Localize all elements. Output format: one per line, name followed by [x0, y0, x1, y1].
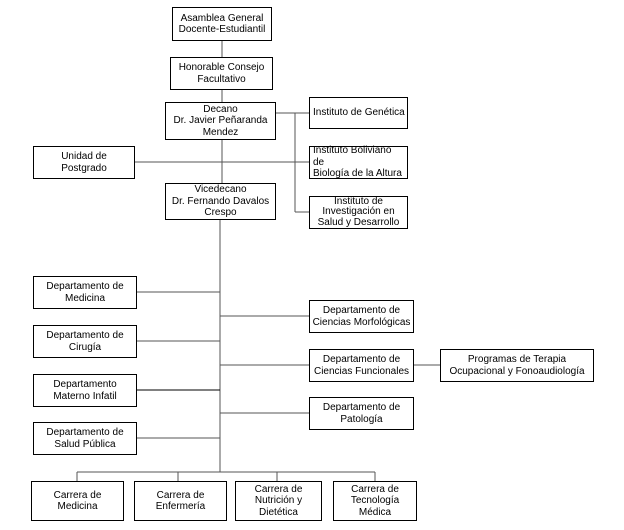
box-dep-patologia: Departamento de Patología: [309, 397, 414, 430]
box-carrera-medicina: Carrera de Medicina: [31, 481, 124, 521]
box-dep-morfologicas: Departamento de Ciencias Morfológicas: [309, 300, 414, 333]
label-dep-morfologicas: Departamento de Ciencias Morfológicas: [312, 305, 411, 328]
label-dep-funcionales: Departamento de Ciencias Funcionales: [313, 354, 410, 377]
label-dep-patologia: Departamento de Patología: [322, 402, 401, 425]
box-vicedecano: Vicedecano Dr. Fernando Davalos Crespo: [165, 183, 276, 220]
label-dep-materno: Departamento Materno Infatil: [53, 379, 117, 402]
box-dep-materno: Departamento Materno Infatil: [33, 374, 137, 407]
box-decano: Decano Dr. Javier Peñaranda Mendez: [165, 102, 276, 140]
label-dep-cirugia: Departamento de Cirugía: [46, 330, 124, 353]
label-asamblea: Asamblea General Docente-Estudiantil: [178, 12, 266, 36]
label-instituto-genetica: Instituto de Genética: [313, 107, 405, 119]
label-instituto-investigacion: Instituto de Investigación en Salud y De…: [317, 195, 400, 228]
box-carrera-tecnologia: Carrera de Tecnología Médica: [333, 481, 417, 521]
label-dep-salud-publica: Departamento de Salud Pública: [46, 427, 124, 450]
box-dep-medicina: Departamento de Medicina: [33, 276, 137, 309]
label-unidad-postgrado: Unidad de Postgrado: [61, 151, 107, 174]
box-dep-salud-publica: Departamento de Salud Pública: [33, 422, 137, 455]
label-instituto-biologia: Instituto Boliviano de Biología de la Al…: [313, 145, 402, 180]
box-carrera-nutricion: Carrera de Nutrición y Dietética: [235, 481, 322, 521]
box-dep-funcionales: Departamento de Ciencias Funcionales: [309, 349, 414, 382]
box-asamblea: Asamblea General Docente-Estudiantil: [172, 7, 272, 41]
label-programas: Programas de Terapia Ocupacional y Fonoa…: [449, 354, 585, 377]
box-dep-cirugia: Departamento de Cirugía: [33, 325, 137, 358]
box-carrera-enfermeria: Carrera de Enfermería: [134, 481, 227, 521]
label-vicedecano: Vicedecano Dr. Fernando Davalos Crespo: [171, 184, 270, 219]
box-instituto-biologia: Instituto Boliviano de Biología de la Al…: [309, 145, 408, 180]
box-consejo: Honorable Consejo Facultativo: [170, 57, 273, 90]
label-carrera-tecnologia: Carrera de Tecnología Médica: [350, 483, 400, 518]
label-consejo: Honorable Consejo Facultativo: [178, 62, 265, 85]
label-carrera-enfermeria: Carrera de Enfermería: [155, 489, 206, 513]
label-carrera-medicina: Carrera de Medicina: [53, 489, 102, 513]
box-programas: Programas de Terapia Ocupacional y Fonoa…: [440, 349, 594, 382]
box-instituto-investigacion: Instituto de Investigación en Salud y De…: [309, 196, 408, 229]
label-carrera-nutricion: Carrera de Nutrición y Dietética: [254, 483, 303, 518]
label-dep-medicina: Departamento de Medicina: [46, 281, 124, 304]
box-instituto-genetica: Instituto de Genética: [309, 97, 408, 129]
box-unidad-postgrado: Unidad de Postgrado: [33, 146, 135, 179]
label-decano: Decano Dr. Javier Peñaranda Mendez: [173, 103, 268, 138]
